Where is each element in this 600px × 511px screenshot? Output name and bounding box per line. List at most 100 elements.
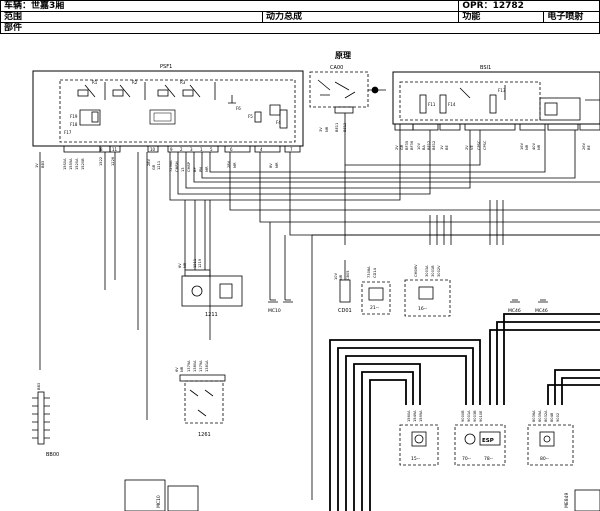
bsi-code: BE [587, 145, 591, 150]
group80-code: 9002 [556, 413, 560, 422]
group-80-box [527, 424, 574, 466]
pin-number: 11 [112, 147, 118, 152]
relay-1211-codes: 6V NR 1211 1219 [178, 258, 202, 268]
connector-code: MR [233, 162, 237, 168]
cd01-code: 10V [334, 272, 338, 280]
c1211-code: NR [183, 262, 187, 268]
connector-code: 28V [227, 160, 231, 168]
function-value-cell: 电子喷射 [543, 11, 600, 23]
connector-code: BP [193, 167, 197, 172]
group15-code: 1560A [407, 410, 411, 422]
group-15-box [399, 424, 439, 466]
group-70-label: 70-- [462, 456, 471, 462]
function-label-cell: 功能 [458, 11, 545, 23]
relay-1211-label: 1211 [205, 312, 218, 318]
connector-code: GR [152, 164, 156, 170]
group21-code: 7308A [367, 266, 371, 278]
c1261-code: 1379A [187, 360, 191, 372]
group-80-label: 80-- [540, 456, 549, 462]
bsi-code: BA [422, 145, 426, 150]
pin-number: 9 [170, 147, 173, 152]
bb00-code: BB3 [37, 383, 41, 390]
opr-cell: OPR：12782 [458, 0, 600, 12]
wire-bundle [39, 113, 600, 500]
connector-code: 1211 [157, 161, 161, 170]
bsi1-fuse-label: F14 [448, 102, 456, 107]
group16-code: 3003A [425, 265, 429, 277]
part-label-cell: 部件 [0, 22, 600, 34]
header-table: 车辆：世嘉3厢 OPR：12782 范围 动力总成 功能 电子喷射 部件 [0, 0, 600, 34]
ground-label: MC46 [535, 308, 548, 314]
connector-code: CMSP [187, 161, 191, 172]
bsi-code: BE12 [427, 141, 431, 150]
bsi1-box [392, 71, 600, 131]
switch-cd01 [339, 260, 351, 303]
bsi-code: BF36 [410, 140, 414, 150]
esp-badge: ESP [482, 438, 494, 444]
ca00-code: NR [325, 126, 329, 132]
connector-code: 15S0A [63, 158, 67, 170]
psf1-fuse-label: F18 [70, 122, 78, 127]
bb00-label: BB00 [46, 452, 59, 458]
cd01-codes: 10V NR CB05 [334, 270, 350, 280]
bsi-code: 10V [417, 142, 421, 150]
cd01-code: NR [339, 274, 343, 280]
bsi-code: 2V [395, 145, 399, 150]
bsi-code: NR [537, 144, 541, 150]
ground-symbols [268, 299, 548, 303]
bsi-code: 2V [465, 145, 469, 150]
group70-code: 9003B [473, 410, 477, 422]
bsi-code: 26V [582, 142, 586, 150]
ca00-code: 3V [319, 127, 323, 132]
group70-code: 9010E [479, 410, 483, 422]
bottom-connectors [124, 479, 600, 511]
group80-code: 8036A [532, 410, 536, 422]
ca00-label: CA00 [330, 65, 343, 71]
c1261-code: 6V [175, 367, 179, 372]
sensor-1261-label: 1261 [198, 432, 211, 438]
psf1-box [32, 70, 304, 147]
pin-number: 6 [230, 147, 233, 152]
group-21-label: 21-- [370, 305, 379, 311]
assembly-cell: 动力总成 [261, 11, 460, 23]
cd01-code: CB05 [346, 270, 350, 280]
pin-number: 1 [200, 147, 203, 152]
connector-code: 1226 [111, 156, 115, 166]
group80-code: 8032A [544, 410, 548, 422]
connector-code: 1520A [75, 158, 79, 170]
battery-bb00 [32, 391, 50, 445]
connector-code: 13 [181, 167, 185, 172]
pin-number: 3 [190, 147, 193, 152]
bsi1-fuse-labels: F11 F14 F13 [428, 88, 506, 107]
ca00-codes: 3V NR BE11 BE12 [319, 123, 347, 132]
scope-label-cell: 范围 [0, 11, 263, 23]
bsi1-connector-codes: 2V GR BF35 BF36 10V BA BE12 BE12 1V BE 2… [395, 140, 591, 150]
ground-labels: MC10 MC46 MC46 MC10 ME849 [156, 308, 570, 508]
pin-number: 2 [180, 147, 183, 152]
psf1-relay-label: R1 [92, 80, 98, 85]
pin-number: 4 [260, 147, 263, 152]
connector-code: 1520B [81, 158, 85, 170]
bsi-code: 40V [532, 142, 536, 150]
sensor-1261 [179, 374, 226, 424]
group16-code: 3001B [431, 265, 435, 277]
psf1-relay-label: R3 [180, 80, 186, 85]
relay-1211 [181, 269, 243, 307]
pin-number: 5 [210, 147, 213, 152]
group-15-codes: 1560A 1549A 1599A [407, 410, 423, 422]
connector-code: PN [199, 167, 203, 172]
group-70-codes: 9000B 9001A 9003B 9010E [461, 410, 483, 422]
pin-number: 7 [290, 147, 293, 152]
bsi-code: BE [445, 145, 449, 150]
ground-label: ME849 [564, 493, 570, 508]
connector-code: 28V [147, 158, 151, 166]
group-78-label: 78-- [484, 456, 493, 462]
psf1-pin-numbers: 8 11 10 9 2 3 1 5 6 4 7 [100, 147, 293, 152]
psf1-relay-label: R2 [132, 80, 138, 85]
ground-label: MC46 [508, 308, 521, 314]
cd01-label: CD01 [338, 308, 352, 314]
psf1-fuse-label: F5 [248, 114, 253, 119]
sensor-1261-codes: 6V NR 1379A 1380A 1379A 1381A [175, 360, 209, 372]
bsi1-label: BSI1 [480, 65, 491, 71]
group16-code: CM06V [414, 264, 418, 277]
